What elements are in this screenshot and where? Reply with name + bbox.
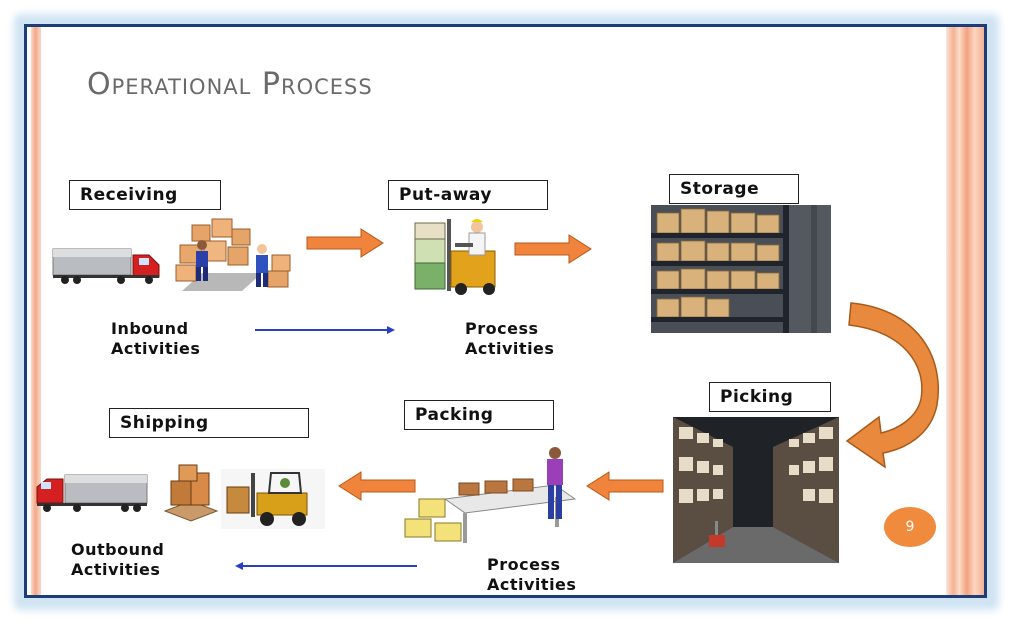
stage-label-storage: Storage — [669, 174, 799, 204]
packing-table-worker-icon — [404, 447, 577, 543]
slide: Operational Process Receiving Put-away S… — [24, 24, 987, 598]
truck-icon — [52, 248, 160, 284]
warehouse-shelves-photo — [651, 205, 831, 333]
workers-unloading-boxes-icon — [175, 218, 291, 291]
left-decorative-stripe — [31, 27, 41, 595]
caption-process-activities-bottom: Process Activities — [487, 555, 576, 595]
pallet-boxes-icon — [163, 464, 219, 522]
stage-label-picking: Picking — [709, 382, 831, 412]
slide-title: Operational Process — [87, 67, 373, 102]
warehouse-aisle-photo — [673, 417, 839, 563]
right-decorative-stripe — [946, 27, 984, 595]
caption-outbound-activities: Outbound Activities — [71, 540, 164, 580]
stage-label-receiving: Receiving — [69, 180, 221, 210]
caption-line: Process — [465, 319, 539, 338]
arrow-packing-to-shipping — [338, 471, 416, 501]
caption-line: Activities — [71, 560, 161, 579]
caption-line: Activities — [465, 339, 555, 358]
caption-line: Inbound — [111, 319, 189, 338]
caption-inbound-activities: Inbound Activities — [111, 319, 200, 359]
stage-label-shipping: Shipping — [109, 408, 309, 438]
caption-line: Activities — [111, 339, 201, 358]
forklift-icon — [221, 469, 325, 529]
blue-arrow-inbound-to-process — [255, 326, 395, 334]
page-number-badge: 9 — [884, 507, 936, 547]
caption-line: Activities — [487, 575, 577, 594]
arrow-picking-to-packing — [586, 471, 664, 501]
arrow-receiving-to-putaway — [306, 228, 384, 258]
stage-label-putaway: Put-away — [388, 180, 548, 210]
caption-process-activities-top: Process Activities — [465, 319, 554, 359]
arrow-putaway-to-storage — [514, 234, 592, 264]
blue-arrow-process-to-outbound — [235, 562, 417, 570]
stage-label-packing: Packing — [404, 400, 554, 430]
caption-line: Process — [487, 555, 561, 574]
caption-line: Outbound — [71, 540, 165, 559]
forklift-worker-icon — [414, 219, 496, 295]
arrow-storage-to-picking — [845, 302, 939, 469]
shipping-truck-icon — [36, 474, 148, 512]
